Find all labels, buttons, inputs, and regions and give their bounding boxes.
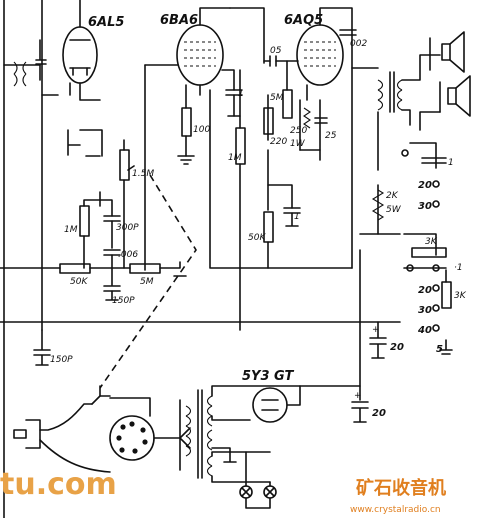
label-r-5m-top: 5M	[270, 93, 284, 103]
selector-wheel	[109, 397, 191, 461]
label-c-20-b: 20	[372, 408, 386, 419]
label-r-50k-low: 50K	[70, 277, 88, 287]
tube-6aq5: 6AQ5	[284, 7, 353, 269]
label-c-05: 05	[270, 46, 282, 56]
tube-6ba6: 6BA6	[144, 7, 231, 96]
label-r-5w: 5W	[386, 205, 402, 215]
watermark-left: tu.com	[0, 467, 117, 502]
6aq5-circuit: 5M 220 250 1W 25	[263, 60, 337, 161]
signal-bus: 50K 5M	[0, 261, 401, 323]
label-r-100: 100	[193, 125, 210, 135]
filter-cap-2: + 20	[351, 249, 386, 423]
label-c-150p-a: 150P	[112, 296, 135, 306]
tube-6al5: 6AL5	[62, 0, 124, 101]
label-6ba6: 6BA6	[160, 13, 198, 28]
label-r-3k-a: 3K	[425, 237, 438, 247]
pilot-lamps	[239, 451, 277, 509]
label-c-150p-b: 150P	[50, 355, 73, 365]
label-r-2k: 2K	[386, 191, 399, 201]
label-c-25: 25	[325, 131, 337, 141]
cap-150p-b: 150P	[33, 329, 73, 366]
power-switch	[91, 385, 111, 405]
label-r-250: 250	[290, 126, 307, 136]
label-r-1m-c: 1M	[64, 225, 78, 235]
label-c-006: .006	[118, 250, 138, 260]
label-c-300p: 300P	[116, 223, 139, 233]
label-c-20-a: 20	[390, 342, 404, 353]
label-r-5m-low: 5M	[140, 277, 154, 287]
if-transformer	[3, 0, 59, 518]
power-transformer	[179, 385, 301, 483]
label-r-1-5m: 1.5M	[132, 169, 154, 179]
speaker-1-icon	[429, 31, 465, 73]
label-6aq5: 6AQ5	[284, 13, 323, 28]
tap-switch: 1 20 30 2K 5W 3K ·1 20 30 3K 40 5	[359, 142, 467, 355]
label-r-1w: 1W	[290, 139, 306, 149]
label-tap-30-b: 30	[418, 305, 432, 316]
label-r-1m-b: 1M	[228, 153, 242, 163]
label-tap-20-b: 20	[418, 285, 432, 296]
label-5y3gt: 5Y3 GT	[242, 369, 294, 384]
label-r-3k-b: 3K	[454, 291, 467, 301]
power-plug-icon	[13, 403, 111, 473]
speaker-2-icon	[419, 75, 471, 131]
watermark-brand: 矿石收音机	[356, 477, 446, 499]
label-tap-20-a: 20	[418, 180, 432, 191]
6ba6-circuit: 100 1 1M	[144, 64, 353, 331]
coupling-caps: 05 002	[229, 7, 367, 67]
gang-link	[99, 174, 197, 389]
plus-1: +	[372, 325, 380, 335]
label-r-220: 220	[270, 137, 287, 147]
label-c-1-d: 1	[448, 158, 454, 168]
watermark-url: www.crystalradio.cn	[350, 505, 441, 515]
label-tap-30-a: 30	[418, 201, 432, 212]
label-r-50k-mid: 50K	[248, 233, 266, 243]
r-50k-mid: 50K 1	[248, 149, 301, 269]
plus-2: +	[354, 391, 362, 401]
label-c-1-a: 1	[238, 89, 244, 99]
volume-control: 1.5M 1M 300P .006 150P	[64, 129, 154, 306]
label-c-1-c: 1	[294, 212, 300, 222]
label-c-006-tap: ·1	[454, 263, 463, 273]
rectifier-5y3gt: 5Y3 GT	[242, 369, 361, 423]
filter-cap-1: + 20	[369, 321, 404, 359]
label-c-002: 002	[350, 39, 367, 49]
label-tap-40: 40	[417, 325, 432, 336]
label-6al5: 6AL5	[88, 15, 124, 30]
